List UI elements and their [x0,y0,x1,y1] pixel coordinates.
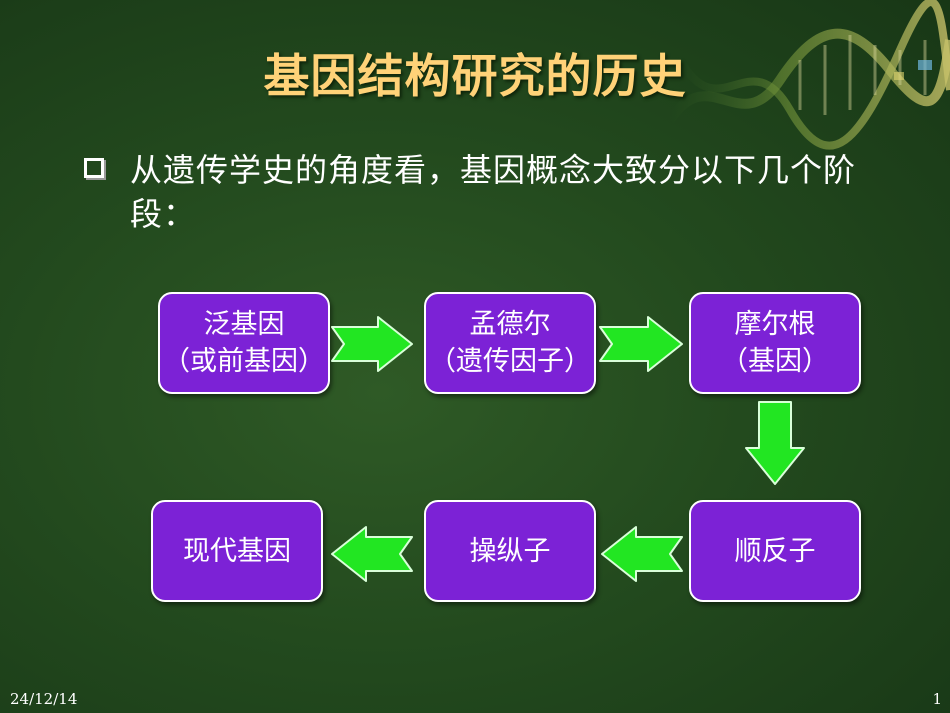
footer-date: 24/12/14 [10,690,78,708]
flow-node-mendel: 孟德尔 （遗传因子） [424,292,596,394]
node-sublabel: （或前基因） [163,346,325,377]
checkbox-bullet-icon [84,158,104,178]
node-label: 孟德尔 [469,309,551,340]
node-label: 摩尔根 [734,309,816,340]
arrow-right-icon [599,316,683,372]
dna-helix-decoration [665,0,950,150]
flow-node-pangene: 泛基因 （或前基因） [158,292,330,394]
flow-node-modern-gene: 现代基因 [151,500,323,602]
arrow-left-icon [601,526,683,582]
node-sublabel: （遗传因子） [429,346,591,377]
node-sublabel: （基因） [721,346,829,377]
bullet-text: 从遗传学史的角度看，基因概念大致分以下几个阶段： [130,151,857,233]
slide-title: 基因结构研究的历史 [263,49,687,103]
node-label: 现代基因 [183,535,291,567]
node-label: 操纵子 [469,535,551,567]
flow-node-morgan: 摩尔根 （基因） [689,292,861,394]
flow-node-cistron: 顺反子 [689,500,861,602]
node-label: 顺反子 [734,535,816,567]
arrow-right-icon [331,316,413,372]
node-label: 泛基因 [203,309,285,340]
bullet-point: 从遗传学史的角度看，基因概念大致分以下几个阶段： [84,148,914,236]
arrow-down-icon [745,401,805,485]
page-number: 1 [932,690,942,708]
flow-node-operon: 操纵子 [424,500,596,602]
arrow-left-icon [331,526,413,582]
